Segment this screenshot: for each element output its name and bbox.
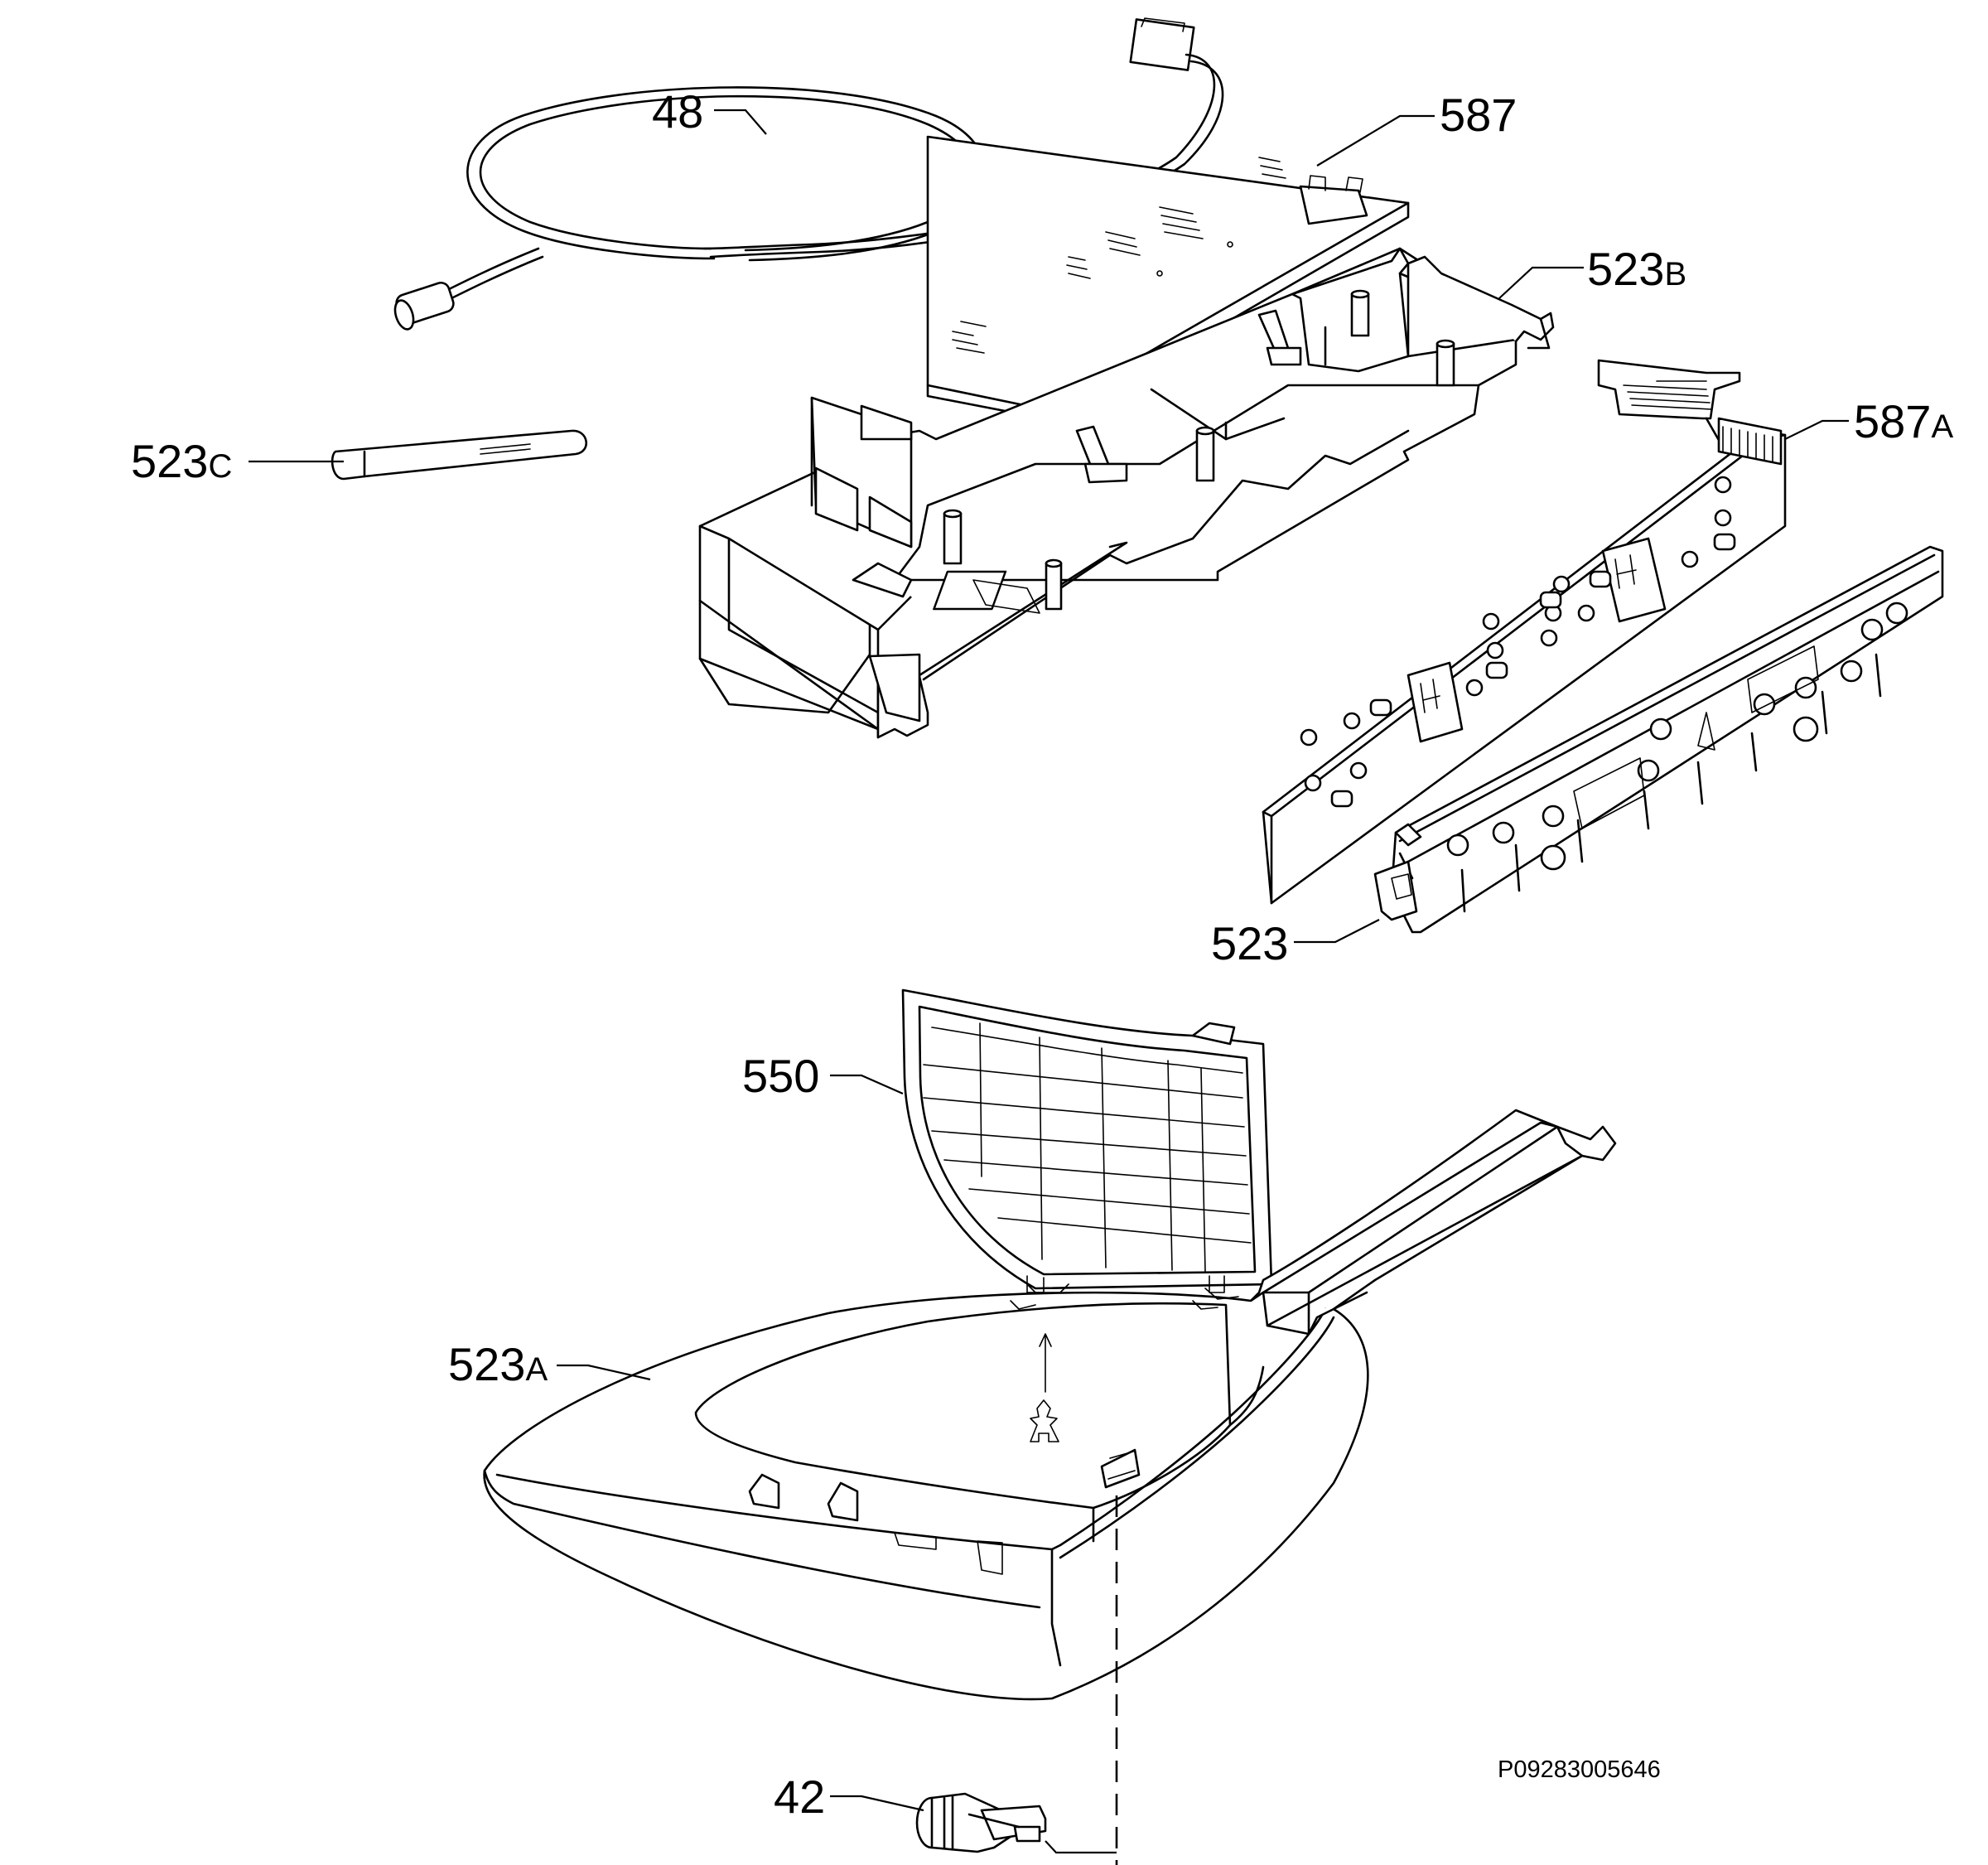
callout-550-number: 550 bbox=[742, 1050, 820, 1102]
callout-523c-number: 523 bbox=[131, 435, 209, 487]
callout-523a: 523A bbox=[448, 1341, 548, 1388]
callout-523b-number: 523 bbox=[1587, 243, 1665, 295]
part-550-filter-grille bbox=[901, 988, 1273, 1293]
callout-523a-number: 523 bbox=[448, 1338, 526, 1390]
leader-523 bbox=[1294, 919, 1380, 944]
part-42-lamp-holder bbox=[915, 1792, 1047, 1853]
part-523-button-strip bbox=[1373, 545, 1944, 934]
callout-48-number: 48 bbox=[652, 85, 704, 138]
callout-523b-suffix: B bbox=[1664, 256, 1687, 292]
callout-587a: 587A bbox=[1854, 399, 1953, 445]
callout-587a-number: 587 bbox=[1854, 395, 1932, 447]
callout-523c: 523C bbox=[131, 438, 232, 485]
part-523b-support-tray bbox=[698, 247, 1555, 739]
callout-587a-suffix: A bbox=[1931, 408, 1954, 445]
assembly-bracket-line bbox=[1045, 1840, 1117, 1854]
leader-587a bbox=[1784, 419, 1849, 440]
callout-42: 42 bbox=[774, 1774, 825, 1820]
callout-587-number: 587 bbox=[1440, 89, 1518, 141]
callout-523-number: 523 bbox=[1211, 917, 1289, 969]
leader-42 bbox=[830, 1795, 924, 1812]
callout-48: 48 bbox=[652, 89, 703, 135]
leader-587 bbox=[1316, 114, 1435, 167]
part-523a-housing bbox=[483, 1109, 1617, 1701]
callout-523: 523 bbox=[1211, 920, 1288, 967]
part-523c-probe bbox=[331, 429, 588, 481]
part-587-main-pcb bbox=[926, 135, 1410, 423]
part-587a-display-board bbox=[1262, 359, 1787, 905]
leader-523a bbox=[557, 1364, 651, 1381]
callout-523c-suffix: C bbox=[208, 448, 233, 485]
callout-523b: 523B bbox=[1587, 246, 1686, 292]
callout-523a-suffix: A bbox=[525, 1351, 548, 1388]
callout-42-number: 42 bbox=[774, 1771, 826, 1823]
callout-550: 550 bbox=[742, 1053, 819, 1099]
leader-48 bbox=[714, 109, 767, 135]
leader-523b bbox=[1498, 266, 1584, 299]
callout-587: 587 bbox=[1440, 92, 1517, 138]
reference-code: P09283005646 bbox=[1498, 1756, 1661, 1783]
leader-550 bbox=[830, 1074, 904, 1095]
